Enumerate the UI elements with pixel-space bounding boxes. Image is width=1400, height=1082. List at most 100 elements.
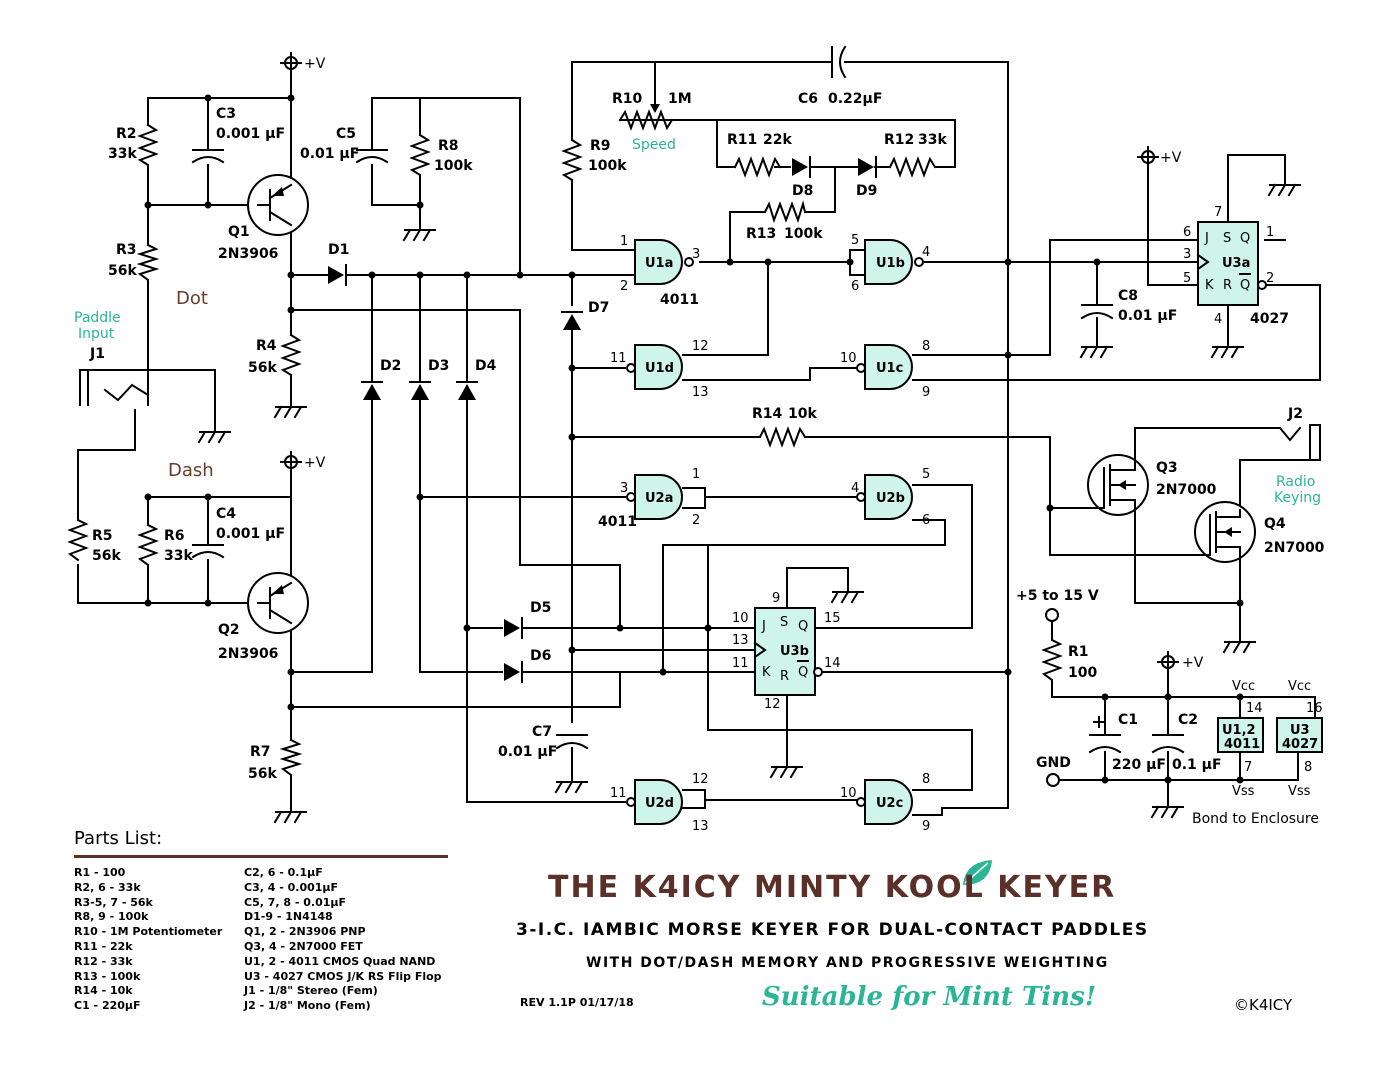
svg-text:R2: R2 (116, 126, 137, 142)
svg-text:5: 5 (922, 467, 930, 482)
subtitle-secondary: WITH DOT/DASH MEMORY AND PROGRESSIVE WEI… (586, 955, 1109, 971)
part-item: U3 - 4027 CMOS J/K RS Flip Flop (244, 969, 442, 983)
d9-diode (858, 156, 877, 178)
svg-text:U1a: U1a (645, 256, 673, 271)
c2-capacitor (1151, 734, 1185, 754)
vplus-terminal-1 (280, 52, 302, 74)
svg-text:Q3: Q3 (1156, 460, 1178, 476)
part-item: C2, 6 - 0.1µF (244, 866, 323, 879)
svg-text:13: 13 (692, 385, 709, 400)
vplus-terminal-3 (1137, 146, 1159, 168)
svg-text:Q: Q (798, 619, 808, 634)
u1a-gate (624, 239, 694, 285)
svg-text:2: 2 (1266, 271, 1274, 286)
svg-text:J2: J2 (1287, 406, 1303, 422)
svg-text:Speed: Speed (632, 137, 676, 153)
svg-text:56k: 56k (108, 263, 137, 279)
svg-text:D7: D7 (588, 300, 609, 316)
svg-text:9: 9 (772, 591, 780, 606)
u3a-flipflop (1196, 221, 1267, 306)
part-item: R2, 6 - 33k (74, 880, 141, 894)
q2-transistor (247, 572, 309, 634)
svg-text:16: 16 (1306, 701, 1323, 716)
svg-text:R3: R3 (116, 242, 137, 258)
gnd-terminal (1046, 773, 1060, 787)
svg-text:0.01 µF: 0.01 µF (498, 744, 557, 760)
c7-capacitor (555, 734, 589, 750)
svg-text:14: 14 (1246, 701, 1263, 716)
svg-text:U2a: U2a (645, 491, 673, 506)
svg-text:J: J (761, 619, 766, 634)
svg-text:U2b: U2b (876, 491, 905, 506)
c6-capacitor (831, 45, 847, 79)
svg-text:13: 13 (692, 819, 709, 834)
svg-text:9: 9 (922, 385, 930, 400)
svg-text:C8: C8 (1118, 288, 1138, 304)
svg-text:R: R (780, 669, 789, 684)
part-item: R12 - 33k (74, 954, 133, 968)
c3-capacitor (191, 149, 225, 164)
ground-symbols (197, 183, 1301, 824)
svg-text:Q: Q (1240, 278, 1250, 293)
u2a-gate (626, 474, 693, 520)
svg-text:7: 7 (1214, 205, 1222, 220)
svg-text:3: 3 (692, 247, 700, 262)
svg-text:R10: R10 (612, 91, 643, 107)
r6-resistor (137, 523, 159, 567)
r3-resistor (136, 243, 160, 282)
svg-text:Q: Q (1240, 231, 1250, 246)
part-item: J2 - 1/8" Mono (Fem) (244, 999, 371, 1013)
svg-text:4011: 4011 (660, 292, 699, 308)
svg-text:56k: 56k (248, 360, 277, 376)
d4-diode (456, 381, 478, 400)
svg-text:C4: C4 (216, 506, 236, 522)
svg-text:J1: J1 (89, 346, 105, 362)
revision-label: REV 1.1P 01/17/18 (520, 996, 634, 1009)
svg-text:K: K (762, 665, 771, 680)
transistors (247, 174, 1256, 634)
svg-text:U1c: U1c (876, 361, 903, 376)
junction-dots (144, 94, 1244, 784)
part-item: R8, 9 - 100k (74, 910, 149, 924)
svg-text:D9: D9 (856, 183, 877, 199)
svg-text:D2: D2 (380, 358, 401, 374)
part-item: Q1, 2 - 2N3906 PNP (244, 925, 366, 939)
svg-text:U1b: U1b (876, 256, 905, 271)
svg-text:D5: D5 (530, 600, 551, 616)
r10-resistor (618, 109, 674, 131)
u12-power-box (1217, 717, 1264, 753)
part-item: R10 - 1M Potentiometer (74, 925, 223, 939)
svg-text:220 µF: 220 µF (1112, 757, 1166, 773)
svg-text:6: 6 (922, 513, 930, 528)
svg-text:1M: 1M (668, 91, 692, 107)
supply-terminal (1045, 608, 1059, 622)
svg-text:4: 4 (851, 481, 859, 496)
svg-text:0.01 µF: 0.01 µF (1118, 308, 1177, 324)
svg-text:U1,2: U1,2 (1222, 723, 1256, 738)
svg-text:GND: GND (1036, 755, 1071, 771)
svg-text:5: 5 (1183, 271, 1191, 286)
svg-text:10: 10 (840, 786, 857, 801)
u1b-gate (864, 239, 936, 285)
svg-text:U3a: U3a (1222, 256, 1250, 271)
subtitle: 3-I.C. IAMBIC MORSE KEYER FOR DUAL-CONTA… (516, 920, 1149, 940)
svg-text:C3: C3 (216, 106, 236, 122)
svg-text:R12: R12 (884, 132, 914, 148)
svg-text:4: 4 (1214, 312, 1222, 327)
svg-text:15: 15 (824, 611, 841, 626)
d2-diode (361, 381, 383, 400)
part-item: C3, 4 - 0.001µF (244, 880, 339, 894)
svg-text:Vcc: Vcc (1288, 679, 1311, 694)
svg-text:11: 11 (610, 786, 627, 801)
r1-resistor (1041, 638, 1063, 682)
schematic-labels: +V +V +V +V R2 33k C3 0.001 µF Q1 2N3906… (74, 56, 1325, 827)
svg-text:12: 12 (692, 772, 709, 787)
diodes (328, 156, 877, 683)
svg-text:R8: R8 (438, 138, 459, 154)
svg-text:R6: R6 (164, 528, 185, 544)
svg-text:K: K (1205, 278, 1214, 293)
svg-text:Vss: Vss (1288, 784, 1311, 799)
svg-text:+5 to 15 V: +5 to 15 V (1016, 588, 1099, 604)
svg-text:D3: D3 (428, 358, 449, 374)
svg-text:33k: 33k (918, 132, 947, 148)
